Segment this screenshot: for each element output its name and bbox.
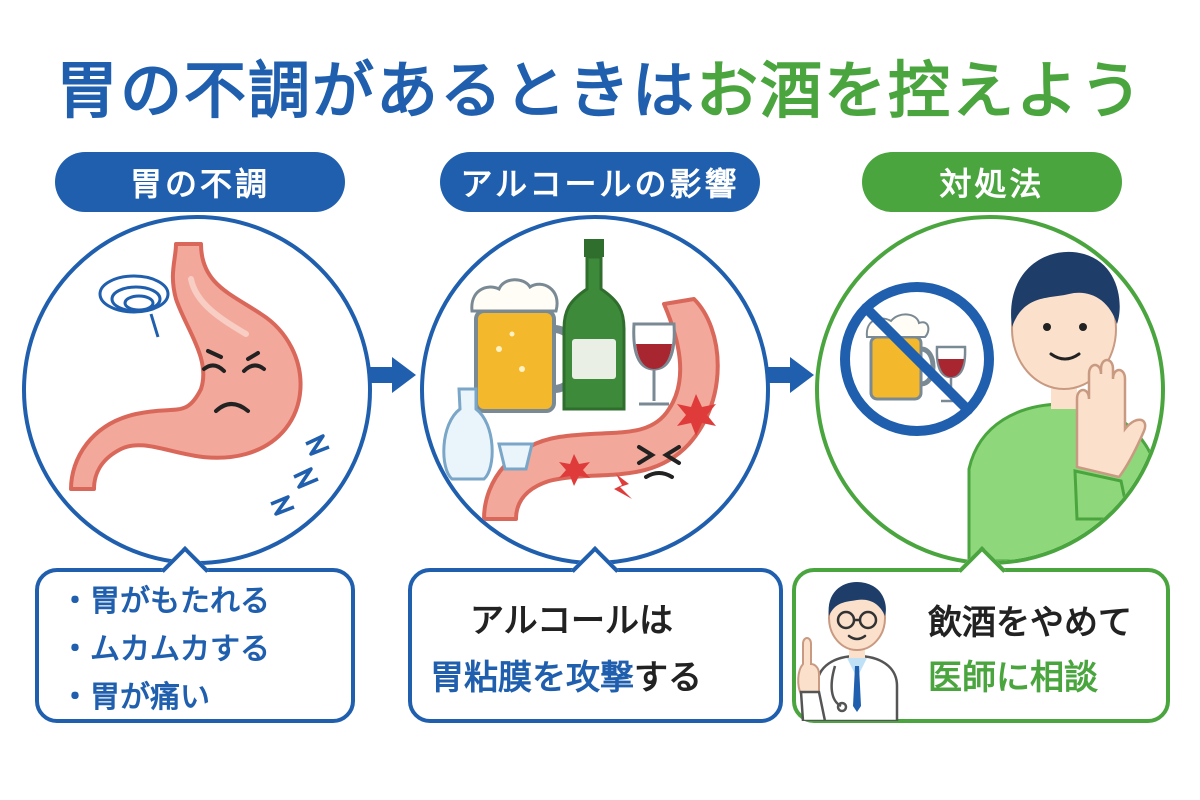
pain-burst-icon	[559, 394, 716, 499]
wine-glass-icon	[632, 322, 676, 406]
no-alcohol-icon	[840, 282, 994, 436]
page-title: 胃の不調があるときはお酒を控えよう	[0, 40, 1200, 130]
panel-2-header: アルコールの影響	[440, 152, 760, 212]
sad-face-icon	[202, 349, 266, 413]
panel-1-circle	[22, 215, 372, 565]
panel-2-message-line-2: 胃粘膜を攻撃する	[430, 650, 702, 699]
title-part-2: お酒を控えよう	[696, 54, 1145, 127]
dizzy-swirl-icon	[98, 274, 170, 338]
panel-2-highlight: 胃粘膜を攻撃	[430, 658, 634, 698]
title-part-1: 胃の不調があるときは	[55, 54, 696, 127]
panel-2-rest: する	[634, 658, 702, 698]
panel-3-message-line-1: 飲酒をやめて	[928, 603, 1132, 643]
zigzag-pain-icon	[270, 434, 330, 516]
symptom-item: ・胃がもたれる	[60, 584, 270, 619]
sake-cup-icon	[497, 442, 534, 471]
panel-3-message-line-2: 医師に相談	[928, 658, 1098, 698]
man-stop-gesture-icon	[967, 251, 1161, 561]
beer-mug-icon	[470, 278, 581, 413]
panel-2-message-line-1: アルコールは	[470, 601, 673, 641]
arrow-right-icon	[370, 357, 416, 393]
symptom-item: ・ムカムカする	[60, 632, 270, 667]
symptom-list: ・胃がもたれる ・ムカムカする ・胃が痛い	[60, 578, 270, 722]
arrow-right-icon	[768, 357, 814, 393]
pain-face-icon	[637, 445, 681, 479]
panel-1-header: 胃の不調	[55, 152, 345, 212]
sake-flask-icon	[442, 387, 494, 481]
panel-1-symptom-box	[35, 568, 355, 723]
symptom-item: ・胃が痛い	[60, 680, 210, 715]
panel-3-header: 対処法	[862, 152, 1122, 212]
doctor-icon	[797, 581, 899, 721]
wine-bottle-icon	[562, 239, 626, 411]
panel-2-circle	[420, 215, 770, 565]
panel-3-circle	[815, 215, 1165, 565]
stomach-icon	[69, 242, 303, 491]
